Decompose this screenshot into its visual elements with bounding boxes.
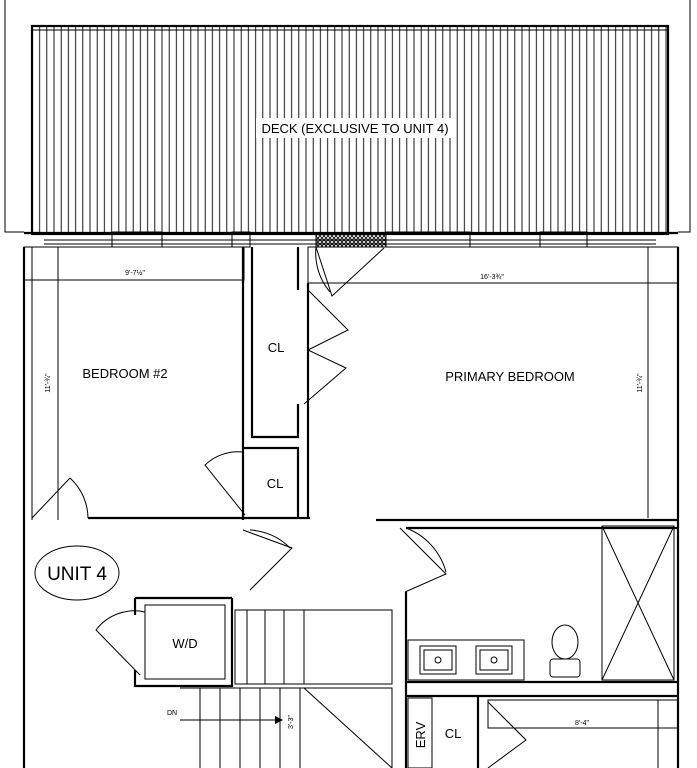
closet-lower-label: CL bbox=[267, 476, 284, 491]
vanity bbox=[407, 639, 525, 681]
closet-lower: CL bbox=[204, 446, 300, 518]
stairs-upper bbox=[234, 609, 393, 685]
shower bbox=[601, 525, 675, 681]
primary-width-dim: 16'-3¾" bbox=[480, 274, 504, 281]
erv-closet bbox=[407, 697, 433, 768]
bedroom-2-door[interactable] bbox=[31, 477, 89, 519]
deck-label: DECK (EXCLUSIVE TO UNIT 4) bbox=[261, 121, 448, 136]
unit-label: UNIT 4 bbox=[47, 564, 107, 585]
exterior-walls bbox=[22, 247, 680, 768]
lower-room-width-dim: 8'-4" bbox=[575, 720, 589, 727]
stair-dn-label: DN bbox=[167, 710, 177, 717]
unit-tag: UNIT 4 bbox=[34, 545, 120, 601]
bedroom-2-depth-dim: 11'-¾" bbox=[45, 373, 52, 393]
bedroom-2: 9'-7½" 11'-¾" BEDROOM #2 bbox=[23, 246, 310, 520]
primary-depth-dim: 11'-¾" bbox=[637, 373, 644, 393]
toilet bbox=[549, 624, 581, 678]
hall-door[interactable] bbox=[242, 529, 293, 591]
bedroom-2-label: BEDROOM #2 bbox=[82, 366, 167, 381]
washer-dryer-label: W/D bbox=[172, 636, 197, 651]
stair-width-dim: 3'-3" bbox=[288, 715, 295, 729]
exterior-wall-north bbox=[24, 231, 678, 248]
deck-door[interactable] bbox=[315, 246, 385, 297]
closet-upper-label: CL bbox=[268, 340, 285, 355]
primary-bedroom-label: PRIMARY BEDROOM bbox=[445, 369, 575, 384]
closet-upper: CL bbox=[250, 247, 349, 439]
outer-boundary bbox=[4, 0, 691, 233]
washer-dryer-closet: W/D bbox=[95, 596, 234, 688]
closet-bottom-label: CL bbox=[445, 726, 462, 741]
bathroom-door[interactable] bbox=[399, 527, 447, 593]
bedroom-2-width-dim: 9'-7½" bbox=[125, 269, 145, 277]
lower-right-rooms: ERV CL 8'-4" bbox=[406, 694, 679, 768]
primary-bedroom: 16'-3¾" 11'-¾" PRIMARY BEDROOM bbox=[306, 246, 679, 522]
erv-label: ERV bbox=[413, 721, 428, 748]
deck: DECK (EXCLUSIVE TO UNIT 4) bbox=[30, 24, 670, 236]
deck-door-threshold bbox=[315, 232, 387, 248]
stairs-lower: DN 3'-3" bbox=[167, 687, 393, 768]
bathroom bbox=[404, 525, 678, 768]
